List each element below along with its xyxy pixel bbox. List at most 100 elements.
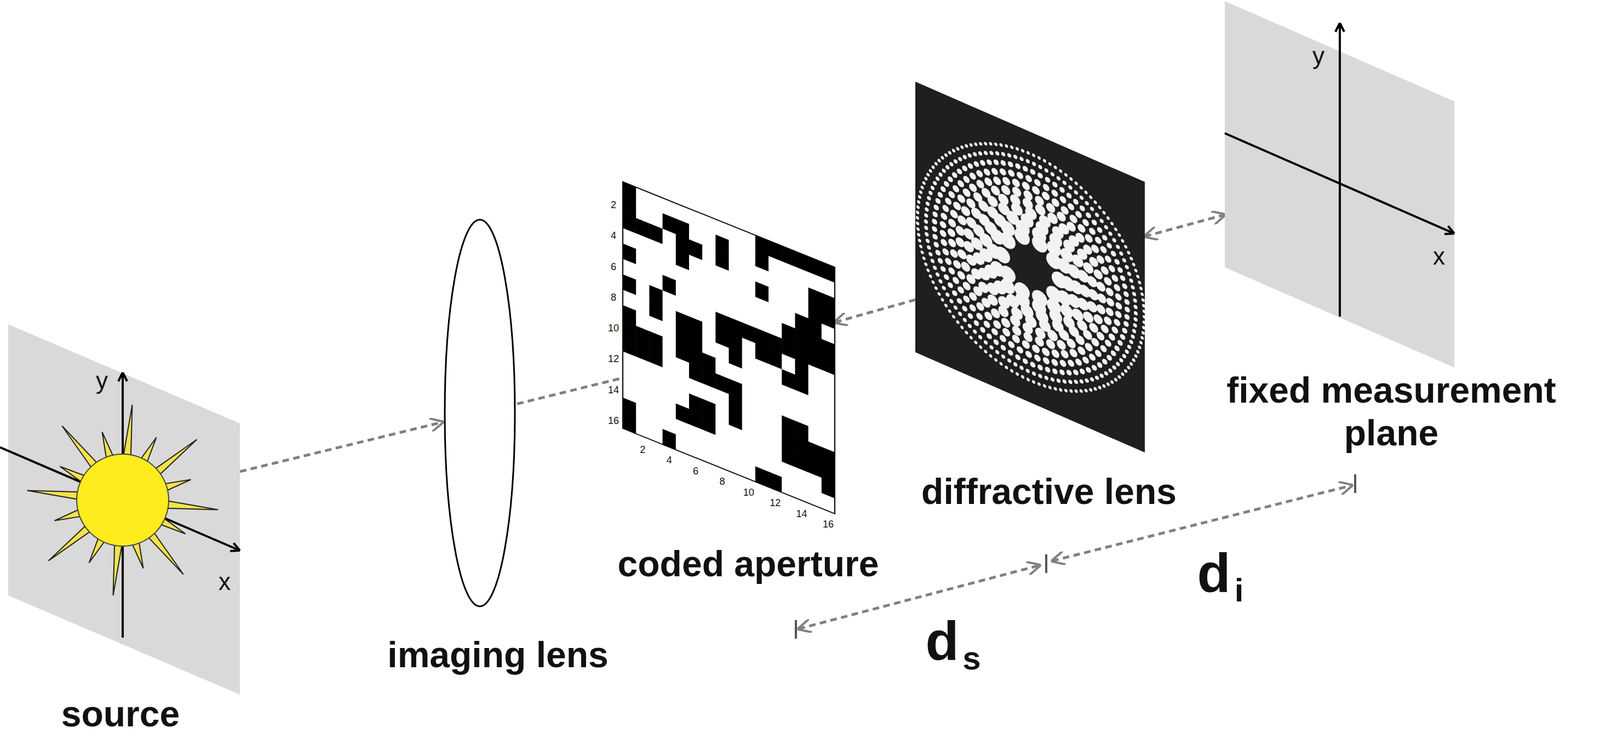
diffractive-dot <box>993 338 1000 347</box>
diffractive-dot <box>1075 333 1085 347</box>
diffractive-dot <box>1124 297 1131 306</box>
diffractive-dot <box>1013 361 1018 367</box>
diffractive-dot <box>1096 330 1105 342</box>
diffractive-dot <box>1082 328 1093 342</box>
diffractive-dot <box>1106 381 1110 387</box>
diffractive-dot <box>920 249 925 255</box>
diffractive-dot <box>1111 273 1118 283</box>
diffractive-dot <box>1037 363 1043 372</box>
diffractive-dot <box>1001 151 1006 157</box>
diffractive-dot <box>1037 171 1043 180</box>
diffractive-dot <box>1069 388 1073 394</box>
diffractive-dot <box>922 255 926 261</box>
diffractive-dot <box>1133 310 1138 317</box>
diffractive-dot <box>1093 386 1098 392</box>
measurement-plane-shape <box>1224 1 1455 368</box>
diffractive-dot <box>1136 349 1140 355</box>
tick-label: 6 <box>692 466 699 477</box>
diffractive-dot <box>1073 368 1079 377</box>
diffractive-dot <box>938 278 943 284</box>
diffractive-dot <box>1125 264 1129 270</box>
diffractive-dot <box>1102 233 1108 242</box>
diffractive-dot <box>1133 316 1138 323</box>
tick-label: 8 <box>610 292 617 303</box>
diffractive-dot <box>1097 291 1107 306</box>
diffractive-dot <box>1142 308 1146 314</box>
diffractive-dot <box>1132 328 1137 334</box>
diffractive-dot <box>983 141 988 147</box>
diffractive-dot <box>949 248 958 260</box>
diffractive-dot <box>1077 345 1086 357</box>
diffractive-dot <box>948 150 952 156</box>
diffractive-dot <box>1085 232 1093 244</box>
sun-ray <box>61 426 99 470</box>
diffractive-dot <box>1075 357 1082 367</box>
diffractive-dot <box>968 290 977 302</box>
component-illustration <box>8 324 240 695</box>
diffractive-dot <box>1022 180 1030 192</box>
diffractive-dot <box>942 203 950 214</box>
diffractive-dot <box>1100 244 1108 255</box>
diffractive-dot <box>931 218 938 226</box>
diffractive-dot <box>1016 170 1024 181</box>
diffractive-dot <box>1120 333 1126 341</box>
tick-label: 10 <box>743 487 755 498</box>
diffractive-dot <box>1121 327 1128 335</box>
sun-ray <box>113 542 123 596</box>
diffractive-dot <box>944 152 948 158</box>
diffractive-dot <box>928 273 933 279</box>
diffractive-dot <box>948 217 956 229</box>
diffractive-dot <box>1110 221 1114 227</box>
diffractive-dot <box>938 171 943 178</box>
diffractive-dot <box>940 185 946 193</box>
diffractive-dot <box>1100 323 1109 335</box>
diffractive-dot <box>1142 303 1146 309</box>
diffractive-dot <box>987 280 999 297</box>
tick-label: 6 <box>610 261 617 272</box>
diffractive-dot <box>963 226 974 242</box>
diffractive-dot <box>1047 210 1058 226</box>
diffractive-dot <box>1000 159 1007 168</box>
diffractive-dot <box>953 200 961 212</box>
diffractive-dot <box>1061 348 1069 360</box>
diffractive-dot <box>949 208 958 220</box>
diffractive-dot <box>1088 195 1093 200</box>
diffractive-dot <box>962 317 967 323</box>
diffractive-dot <box>1133 304 1138 310</box>
diffractive-dot <box>1140 335 1144 341</box>
diffractive-dot <box>989 150 994 156</box>
diffractive-dot <box>1042 182 1050 193</box>
diffractive-dot <box>956 167 963 176</box>
diffractive-dot <box>1025 368 1030 374</box>
diffractive-dot <box>941 155 945 161</box>
diffractive-dot <box>1085 200 1089 206</box>
diffractive-dot <box>1094 348 1102 359</box>
diffractive-dot <box>986 158 992 166</box>
diffractive-dot <box>919 190 923 196</box>
tick-label: 4 <box>666 455 673 466</box>
diffractive-dot <box>999 142 1003 148</box>
diffractive-dot <box>1094 374 1099 381</box>
diffractive-dot <box>1120 238 1124 244</box>
dimension-subscript: i <box>1234 574 1244 607</box>
diffractive-dot <box>926 195 931 202</box>
diffractive-dot <box>1064 388 1068 394</box>
diffractive-dot <box>925 237 930 244</box>
diffractive-dot <box>1093 199 1098 205</box>
diffractive-dot <box>944 256 952 267</box>
axis-label: y <box>95 368 108 393</box>
diffractive-dot <box>1106 242 1112 250</box>
tick-label: 12 <box>769 497 781 508</box>
diffractive-dot <box>1111 325 1118 335</box>
diffractive-dot <box>1051 188 1059 198</box>
source-plane: source <box>8 324 240 695</box>
tick-label: 4 <box>610 230 617 241</box>
x-axis <box>0 447 240 551</box>
sun-ray <box>146 530 184 575</box>
diffractive-dot <box>1045 365 1051 374</box>
diffractive-dot <box>930 185 935 191</box>
component-label: source <box>61 692 180 736</box>
y-axis <box>1338 183 1341 317</box>
diffractive-dot <box>1068 379 1072 385</box>
diffractive-dot <box>991 327 999 337</box>
